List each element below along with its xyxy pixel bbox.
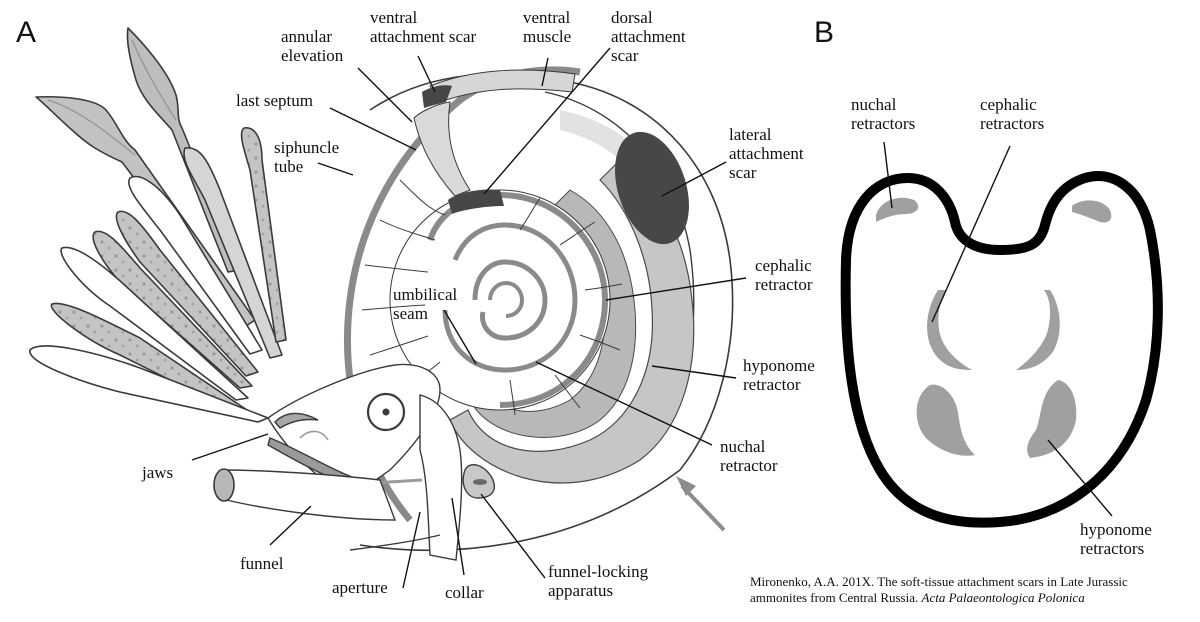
leader-lateral-attachment-scar bbox=[661, 161, 727, 197]
leader-ventral-attachment-scar bbox=[417, 55, 436, 93]
arms bbox=[29, 27, 287, 423]
arm bbox=[240, 127, 287, 343]
collar-shape bbox=[419, 394, 463, 561]
arm bbox=[183, 147, 283, 359]
leader-annular-elevation bbox=[357, 67, 413, 123]
caption-title: The soft-tissue attachment scars in Late… bbox=[874, 574, 1128, 589]
leader-hyponome-retractor bbox=[651, 365, 737, 379]
arm bbox=[29, 345, 269, 423]
hyponome-retractor-scar-left bbox=[916, 384, 975, 456]
label-cephalic-retractors: cephalic retractors bbox=[980, 95, 1045, 133]
caption-journal: Acta Palaeontologica Polonica bbox=[921, 590, 1085, 605]
label-nuchal-retractors: nuchal retractors bbox=[851, 95, 916, 133]
leader-dorsal-attachment-scar bbox=[483, 47, 611, 195]
leader-hyponome-retractors bbox=[1047, 439, 1113, 517]
panel-a-leader-lines bbox=[191, 47, 747, 589]
leader-aperture bbox=[402, 511, 421, 589]
label-siphuncle-tube: siphuncle tube bbox=[274, 138, 340, 176]
leader-collar bbox=[451, 497, 465, 576]
shell-peristome-lower bbox=[359, 469, 681, 552]
panel-b-leader-lines bbox=[883, 141, 1113, 517]
panel-b-drawing bbox=[840, 170, 1163, 528]
label-hyponome-retractor: hyponome retractor bbox=[743, 356, 815, 394]
leader-umbilical-seam bbox=[443, 309, 477, 365]
head-body bbox=[213, 363, 496, 561]
label-ventral-muscle: ventral muscle bbox=[523, 8, 572, 46]
funnel-shape bbox=[221, 469, 397, 521]
label-hyponome-retractors: hyponome retractors bbox=[1080, 520, 1152, 558]
leader-funnel-locking-apparatus bbox=[480, 493, 546, 579]
caption-authors: Mironenko, A.A. 201X. bbox=[750, 574, 875, 589]
lateral-attachment-scar-shape bbox=[615, 131, 689, 245]
leader-nuchal-retractor bbox=[535, 361, 713, 446]
label-nuchal-retractor: nuchal retractor bbox=[720, 437, 778, 475]
label-last-septum: last septum bbox=[236, 91, 313, 110]
aperture-line bbox=[349, 534, 441, 551]
arm bbox=[60, 246, 249, 401]
jaws-small-arc bbox=[299, 430, 329, 441]
jaws-upper bbox=[274, 412, 319, 429]
cephalic-retractor-scar-right bbox=[1016, 290, 1060, 370]
arm bbox=[92, 230, 253, 389]
leader-ventral-muscle bbox=[541, 57, 549, 87]
cephalic-retractor-scar-left bbox=[927, 290, 972, 370]
ventral-attachment-scar-shape bbox=[422, 85, 452, 108]
leader-jaws bbox=[191, 433, 269, 461]
shell-margin-arrow bbox=[676, 476, 726, 532]
leader-last-septum bbox=[329, 107, 417, 151]
panel-letter-a: A bbox=[16, 16, 37, 49]
label-funnel-locking-apparatus: funnel-locking apparatus bbox=[548, 562, 649, 600]
caption-line-1: Mironenko, A.A. 201X. The soft-tissue at… bbox=[750, 574, 1128, 590]
leader-cephalic-retractor bbox=[605, 277, 747, 301]
figure-caption: Mironenko, A.A. 201X. The soft-tissue at… bbox=[750, 574, 1128, 606]
dorsal-attachment-scar-shape bbox=[448, 189, 504, 214]
label-aperture: aperture bbox=[332, 578, 388, 597]
nuchal-retractor-scar-left bbox=[876, 197, 919, 222]
caption-title-cont: ammonites from Central Russia. bbox=[750, 590, 922, 605]
leader-cephalic-retractors bbox=[931, 145, 1011, 323]
leader-funnel bbox=[269, 505, 312, 546]
annular-elevation-shape bbox=[413, 101, 471, 197]
label-collar: collar bbox=[445, 583, 484, 602]
hyponome-retractor-scar-right bbox=[1027, 380, 1077, 458]
arm bbox=[115, 210, 259, 377]
arm bbox=[127, 175, 263, 355]
leader-siphuncle-tube bbox=[317, 162, 354, 176]
caption-line-2: ammonites from Central Russia. Acta Pala… bbox=[750, 590, 1128, 606]
panel-letter-b: B bbox=[814, 16, 835, 49]
label-ventral-attachment-scar: ventral attachment scar bbox=[370, 8, 477, 46]
label-cephalic-retractor: cephalic retractor bbox=[755, 256, 813, 294]
funnel-opening bbox=[213, 468, 235, 502]
panel-a-drawing bbox=[29, 27, 734, 561]
nuchal-retractor-scar-right bbox=[1072, 200, 1112, 223]
leader-nuchal-retractors bbox=[883, 141, 893, 209]
label-dorsal-attachment-scar: dorsal attachment scar bbox=[611, 8, 686, 65]
label-umbilical-seam: umbilical seam bbox=[393, 285, 458, 323]
eye-pupil bbox=[382, 408, 390, 416]
whorl-cross-section-outline bbox=[840, 170, 1163, 528]
label-annular-elevation: annular elevation bbox=[281, 27, 344, 65]
label-lateral-attachment-scar: lateral attachment scar bbox=[729, 125, 804, 182]
label-funnel: funnel bbox=[240, 554, 284, 573]
label-jaws: jaws bbox=[142, 463, 174, 482]
ventral-muscle-shape bbox=[429, 69, 576, 103]
